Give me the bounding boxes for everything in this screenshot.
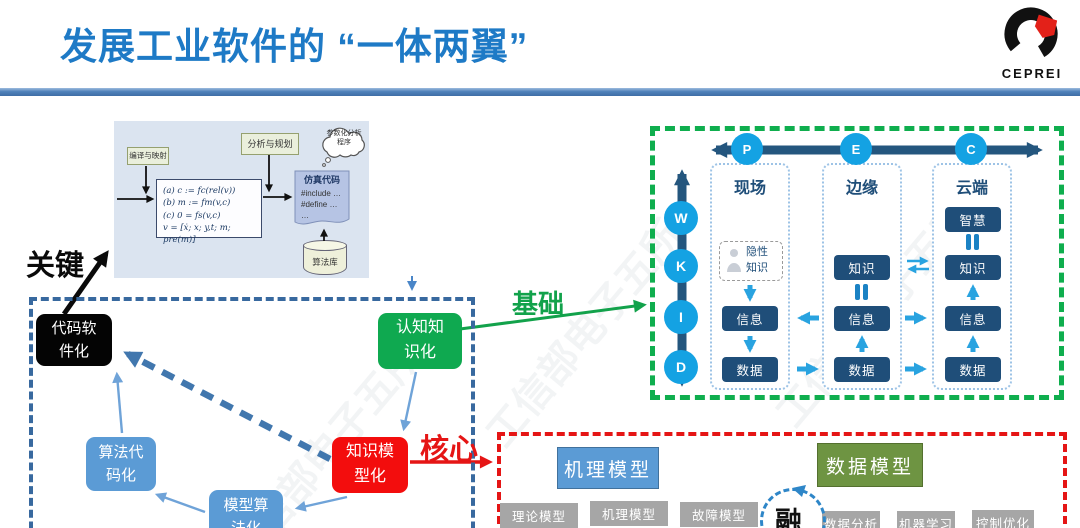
pec-panel-frame	[650, 126, 1064, 400]
box-line: 码化	[105, 467, 136, 484]
cloud-knowledge-box: 知识	[945, 255, 1001, 280]
cognitive-knowledge-box: 认知知 识化	[378, 313, 462, 369]
cloud-wisdom-box: 智慧	[945, 207, 1001, 232]
formula-line: (a) c := fc(rel(v))	[163, 186, 236, 196]
box-line: 代码软	[51, 319, 97, 337]
axis-node-e: E	[840, 133, 872, 165]
column-field-title: 现场	[733, 180, 766, 197]
formula-box: (a) c := fc(rel(v)) (b) m := fm(v,c) (c)…	[156, 179, 262, 245]
box-line: 型化	[353, 468, 386, 485]
software-loop-frame	[29, 297, 475, 528]
data-analysis-box: 数据分析	[822, 511, 880, 528]
data-model-box: 数据模型	[817, 443, 923, 487]
box-line: 算法代	[98, 443, 144, 461]
analyze-plan-box: 分析与规划	[241, 133, 299, 155]
algorithm-library-label: 算法库	[312, 257, 338, 267]
cloud-info-box: 信息	[945, 306, 1001, 331]
column-cloud-title: 云端	[955, 180, 988, 197]
fault-model-box: 故障模型	[680, 502, 758, 527]
edge-knowledge-box: 知识	[834, 255, 890, 280]
theory-model-box: 理论模型	[500, 503, 578, 528]
column-edge-title: 边缘	[845, 180, 878, 197]
box-line: 模型算	[223, 496, 269, 514]
field-data-box: 数据	[722, 357, 778, 382]
document-shape-icon	[294, 170, 350, 225]
cepri-logo-text: CEPREI	[1001, 66, 1063, 81]
field-info-box: 信息	[722, 306, 778, 331]
tacit-knowledge-box: 隐性 知识	[719, 241, 783, 281]
page-title: 发展工业软件的 “一体两翼”	[60, 26, 529, 67]
foundation-label: 基础	[512, 289, 565, 319]
param-analysis-cloud: 参数化分析 程序	[313, 120, 373, 168]
sim-code-line: #include …	[301, 189, 342, 198]
sim-code-document: 仿真代码 #include … #define … …	[294, 170, 350, 228]
cepri-logo: CEPREI	[997, 5, 1067, 81]
algorithm-coding-box: 算法代 码化	[86, 437, 156, 491]
algorithm-library-cylinder: 算法库	[303, 240, 347, 275]
fusion-label: 融	[775, 507, 802, 528]
core-label: 核心	[420, 434, 479, 466]
compile-map-box: 编译与映射	[127, 147, 169, 165]
tacit-line: 知识	[746, 261, 768, 274]
box-line: 认知知	[395, 319, 444, 337]
key-label: 关键	[26, 250, 85, 282]
mechanism-model-box: 机理模型	[557, 447, 659, 489]
box-line: 知识模	[345, 443, 394, 461]
axis-node-c: C	[955, 133, 987, 165]
header-divider	[0, 88, 1080, 96]
code-softwarization-box: 代码软 件化	[36, 314, 112, 366]
cepri-logo-icon	[1004, 7, 1058, 61]
control-optimization-box: 控制优化	[972, 510, 1034, 528]
formula-line: v = [ẋ; x; y,t; m; pre(m)]	[163, 222, 231, 246]
mechanism-sub-box: 机理模型	[590, 501, 668, 526]
knowledge-modeling-box: 知识模 型化	[332, 437, 408, 493]
cloud-data-box: 数据	[945, 357, 1001, 382]
axis-node-i: I	[664, 300, 698, 334]
edge-info-box: 信息	[834, 306, 890, 331]
box-line: 识化	[403, 344, 436, 361]
formula-line: (c) 0 = fs(v,c)	[163, 210, 221, 221]
model-algorithmization-box: 模型算 法化	[209, 490, 283, 528]
axis-node-d: D	[664, 350, 698, 384]
axis-node-p: P	[731, 133, 763, 165]
sim-code-line: …	[301, 211, 309, 220]
cloud-label-line2: 程序	[337, 139, 351, 147]
box-line: 法化	[209, 517, 283, 528]
axis-node-k: K	[664, 249, 698, 283]
sim-code-line: #define …	[301, 200, 338, 209]
formula-line: (b) m := fm(v,c)	[163, 198, 231, 209]
axis-node-w: W	[664, 201, 698, 235]
model-panel-frame	[497, 432, 1067, 528]
tacit-line: 隐性	[746, 246, 768, 258]
box-line: 件化	[58, 343, 89, 360]
person-icon	[727, 249, 741, 272]
cloud-icon	[322, 127, 365, 167]
sim-code-title: 仿真代码	[303, 175, 340, 185]
machine-learning-box: 机器学习	[897, 511, 955, 528]
cloud-label-line1: 参数化分析	[326, 130, 362, 137]
edge-data-box: 数据	[834, 357, 890, 382]
